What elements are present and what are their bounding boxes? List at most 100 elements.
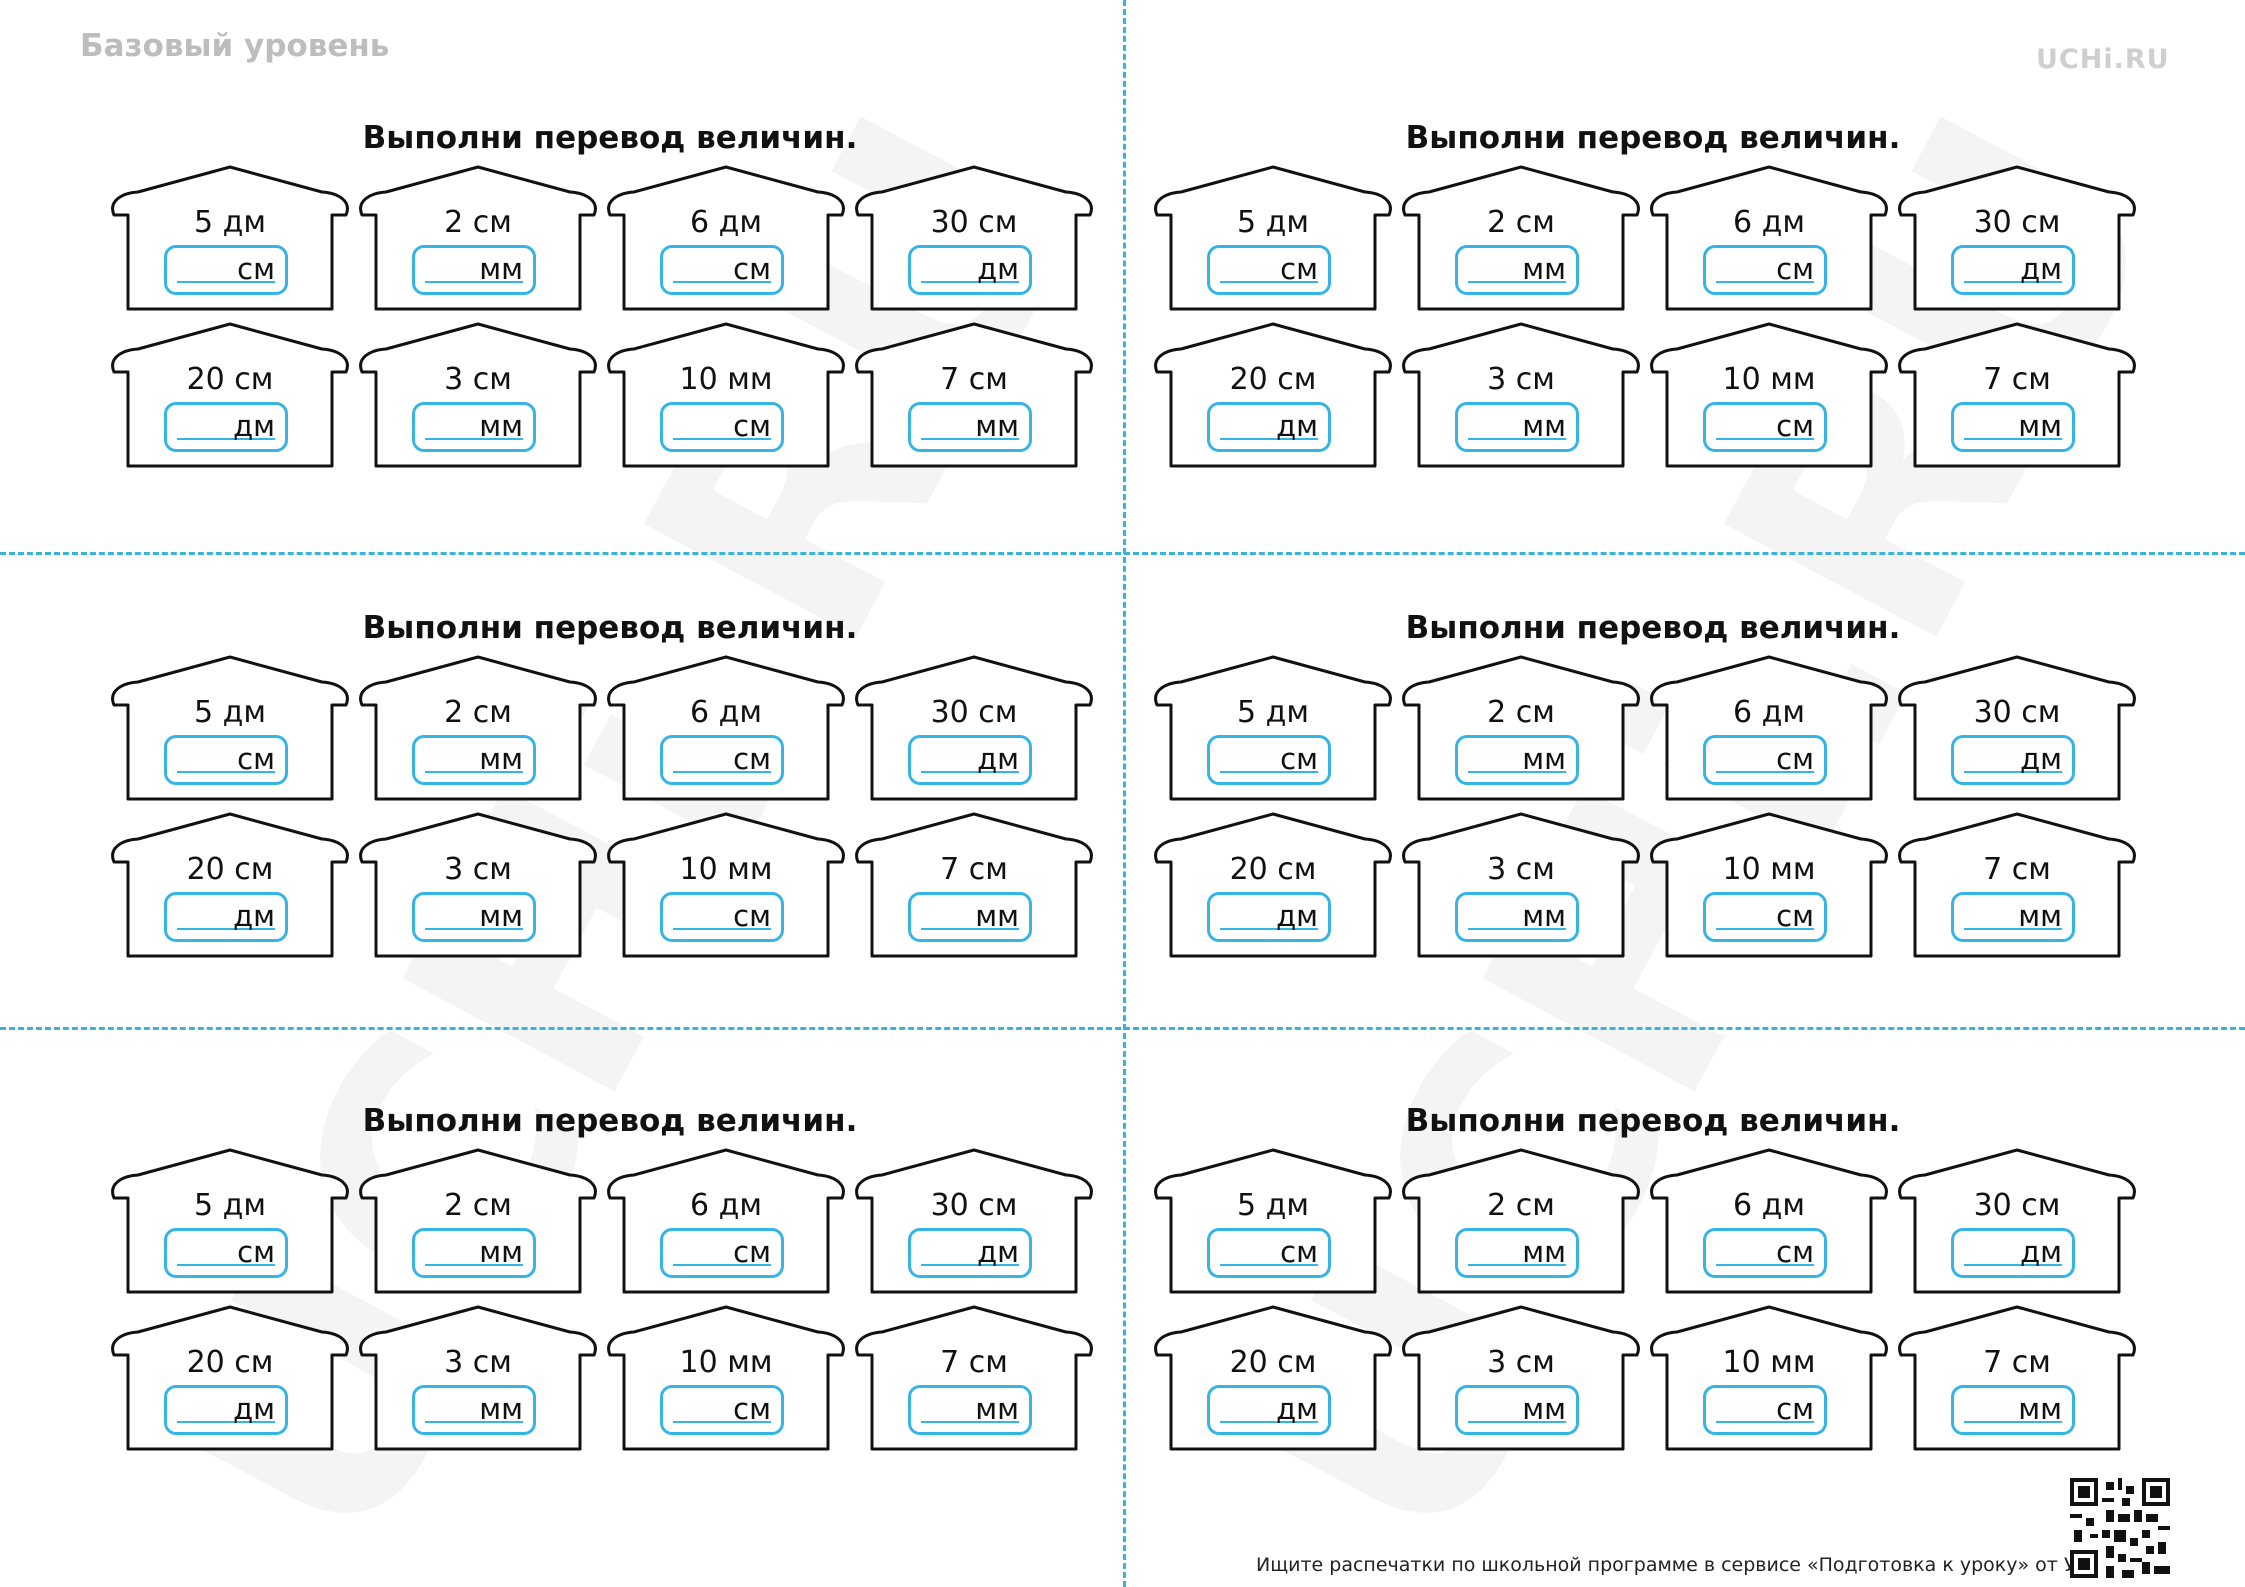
house-value: 6 дм: [1733, 695, 1805, 730]
answer-line: [177, 1264, 275, 1266]
answer-field[interactable]: мм: [908, 1385, 1032, 1435]
house-value: 2 см: [1487, 1188, 1555, 1223]
house-icon: [855, 1305, 1093, 1451]
house-icon: [1898, 1148, 2136, 1294]
answer-field[interactable]: мм: [1951, 402, 2075, 452]
answer-field[interactable]: мм: [412, 735, 536, 785]
answer-field[interactable]: см: [1703, 245, 1827, 295]
answer-field[interactable]: см: [1207, 1228, 1331, 1278]
answer-field[interactable]: мм: [1455, 245, 1579, 295]
house-value: 3 см: [444, 1345, 512, 1380]
house-card: 10 мм см: [1649, 1305, 1889, 1451]
answer-field[interactable]: дм: [908, 245, 1032, 295]
answer-field[interactable]: см: [660, 735, 784, 785]
answer-line: [673, 281, 771, 283]
house-value: 5 дм: [1237, 205, 1309, 240]
answer-field[interactable]: дм: [164, 1385, 288, 1435]
answer-field[interactable]: см: [1703, 1385, 1827, 1435]
answer-line: [1964, 1264, 2062, 1266]
house-icon: [1650, 1148, 1888, 1294]
answer-field[interactable]: мм: [412, 1228, 536, 1278]
answer-field[interactable]: мм: [908, 402, 1032, 452]
answer-field[interactable]: дм: [1951, 1228, 2075, 1278]
house-icon: [111, 655, 349, 801]
answer-field[interactable]: см: [660, 402, 784, 452]
answer-field[interactable]: дм: [1951, 245, 2075, 295]
answer-line: [1220, 928, 1318, 930]
answer-field[interactable]: дм: [164, 892, 288, 942]
answer-unit: см: [1776, 899, 1814, 933]
answer-line: [425, 281, 523, 283]
house-value: 7 см: [1983, 1345, 2051, 1380]
house-value: 2 см: [444, 695, 512, 730]
answer-field[interactable]: дм: [1207, 402, 1331, 452]
answer-field[interactable]: мм: [1455, 1228, 1579, 1278]
house-value: 5 дм: [1237, 1188, 1309, 1223]
answer-field[interactable]: мм: [1951, 892, 2075, 942]
answer-unit: см: [1776, 742, 1814, 776]
house-card: 3 см мм: [358, 1305, 598, 1451]
answer-field[interactable]: мм: [412, 1385, 536, 1435]
answer-field[interactable]: дм: [908, 735, 1032, 785]
answer-field[interactable]: дм: [1207, 1385, 1331, 1435]
house-icon: [359, 812, 597, 958]
answer-field[interactable]: см: [1703, 402, 1827, 452]
answer-field[interactable]: дм: [1951, 735, 2075, 785]
answer-field[interactable]: дм: [1207, 892, 1331, 942]
answer-field[interactable]: мм: [908, 892, 1032, 942]
answer-field[interactable]: мм: [1951, 1385, 2075, 1435]
house-value: 10 мм: [1722, 1345, 1816, 1380]
answer-field[interactable]: см: [164, 1228, 288, 1278]
house-value: 20 см: [186, 1345, 274, 1380]
answer-field[interactable]: дм: [908, 1228, 1032, 1278]
house-icon: [1650, 322, 1888, 468]
answer-line: [673, 928, 771, 930]
house-value: 6 дм: [690, 205, 762, 240]
house-icon: [359, 1148, 597, 1294]
answer-unit: мм: [2018, 1392, 2062, 1426]
answer-field[interactable]: см: [1207, 735, 1331, 785]
answer-field[interactable]: мм: [1455, 892, 1579, 942]
answer-field[interactable]: см: [1207, 245, 1331, 295]
answer-unit: см: [733, 409, 771, 443]
answer-field[interactable]: см: [660, 1228, 784, 1278]
answer-field[interactable]: дм: [164, 402, 288, 452]
answer-field[interactable]: мм: [412, 892, 536, 942]
answer-field[interactable]: см: [1703, 735, 1827, 785]
answer-field[interactable]: см: [660, 892, 784, 942]
house-value: 3 см: [1487, 852, 1555, 887]
answer-unit: мм: [479, 1392, 523, 1426]
answer-field[interactable]: см: [660, 1385, 784, 1435]
answer-field[interactable]: мм: [412, 402, 536, 452]
answer-field[interactable]: мм: [412, 245, 536, 295]
answer-unit: мм: [975, 409, 1019, 443]
house-icon: [1650, 655, 1888, 801]
house-icon: [1898, 655, 2136, 801]
house-icon: [359, 165, 597, 311]
house-icon: [1154, 1305, 1392, 1451]
answer-field[interactable]: мм: [1455, 1385, 1579, 1435]
house-card: 2 см мм: [358, 655, 598, 801]
answer-field[interactable]: см: [1703, 892, 1827, 942]
answer-field[interactable]: см: [1703, 1228, 1827, 1278]
answer-field[interactable]: см: [164, 245, 288, 295]
answer-line: [425, 771, 523, 773]
house-icon: [1402, 165, 1640, 311]
answer-field[interactable]: см: [660, 245, 784, 295]
answer-unit: см: [1776, 1392, 1814, 1426]
house-card: 5 дм см: [1153, 1148, 1393, 1294]
answer-line: [1468, 1264, 1566, 1266]
house-value: 6 дм: [1733, 1188, 1805, 1223]
answer-field[interactable]: см: [164, 735, 288, 785]
answer-field[interactable]: мм: [1455, 402, 1579, 452]
answer-field[interactable]: мм: [1455, 735, 1579, 785]
